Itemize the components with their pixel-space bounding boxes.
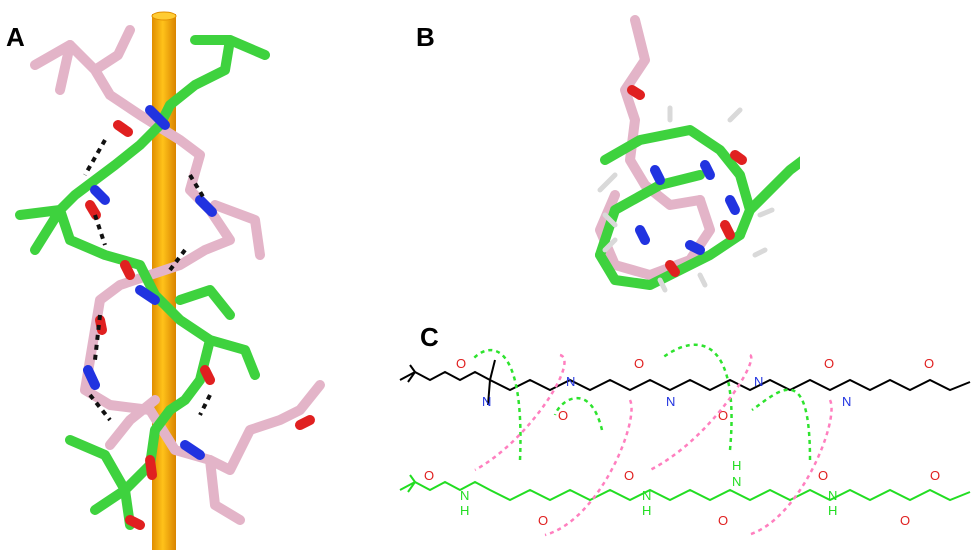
top-strand-n5: N	[842, 394, 851, 409]
panel-a: A	[0, 0, 380, 555]
top-strand-o2: O	[558, 408, 568, 423]
noe-green-arrows	[471, 343, 812, 461]
top-strand-o6: O	[924, 356, 934, 371]
top-strand-o1: O	[456, 356, 466, 371]
bottom-strand-o2: O	[538, 513, 548, 528]
top-strand-o5: O	[824, 356, 834, 371]
top-view-pink	[595, 15, 715, 280]
panel-b-structure	[595, 15, 835, 293]
bottom-strand-hydrogens: H H H H	[460, 458, 837, 518]
hydrogen-bonds	[83, 139, 212, 422]
noe-pink-arrows	[474, 353, 833, 537]
panel-c-scheme: O O O O O O N N N N N O O O O O O O	[399, 343, 971, 537]
panel-c-label: C	[420, 322, 439, 352]
top-strand-n3: N	[666, 394, 675, 409]
top-strand-n2: N	[566, 374, 575, 389]
oxygen-atoms	[85, 120, 315, 530]
bottom-strand-n4: N	[828, 488, 837, 503]
bottom-strand-nitrogens: N N N N	[460, 474, 837, 503]
helix-axis-top	[151, 11, 177, 21]
top-strand-n4: N	[754, 374, 763, 389]
bottom-strand-o3: O	[624, 468, 634, 483]
bottom-strand-oxygens: O O O O O O O	[424, 468, 940, 528]
top-strand-oxygens: O O O O O O	[456, 356, 934, 423]
bottom-strand-n3: N	[732, 474, 741, 489]
top-strand-o4: O	[718, 408, 728, 423]
pink-strand	[30, 25, 325, 525]
panel-a-label: A	[6, 22, 25, 52]
top-strand-nitrogens: N N N N N	[482, 374, 851, 409]
bottom-strand-o7: O	[930, 468, 940, 483]
bottom-strand-backbone	[399, 474, 971, 502]
bottom-strand-h1: H	[460, 503, 469, 518]
top-strand-o3: O	[634, 356, 644, 371]
top-view-nitrogen	[635, 160, 740, 255]
bottom-strand-h3: H	[732, 458, 741, 473]
bottom-strand-o5: O	[818, 468, 828, 483]
panel-c: C O O O O O O N N N N N O O	[380, 320, 980, 555]
bottom-strand-o1: O	[424, 468, 434, 483]
nitrogen-atoms	[83, 105, 217, 460]
bottom-strand-n1: N	[460, 488, 469, 503]
bottom-strand-o4: O	[718, 513, 728, 528]
top-strand-backbone	[399, 359, 971, 406]
panel-a-structure	[15, 11, 325, 550]
top-strand-n1: N	[482, 394, 491, 409]
bottom-strand-n2: N	[642, 488, 651, 503]
panel-b: B	[400, 0, 835, 320]
bottom-strand-o6: O	[900, 513, 910, 528]
panel-b-label: B	[416, 22, 435, 52]
bottom-strand-h2: H	[642, 503, 651, 518]
top-view-hydrogens	[597, 105, 775, 293]
bottom-strand-h4: H	[828, 503, 837, 518]
